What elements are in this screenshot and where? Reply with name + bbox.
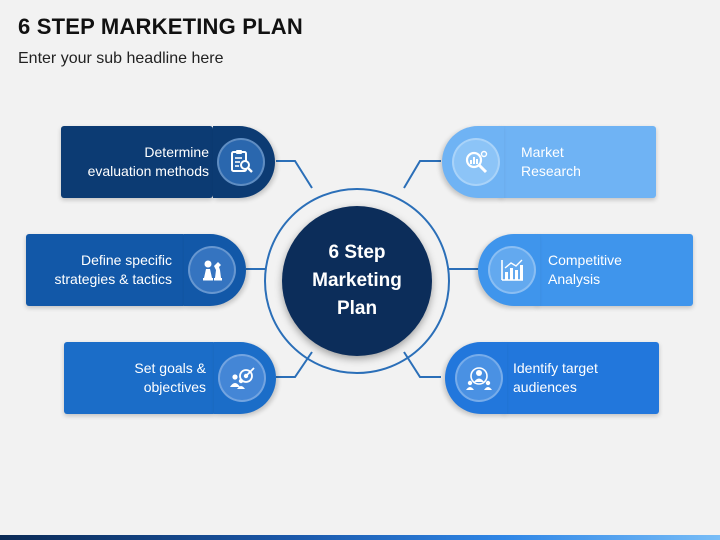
audience-target-icon <box>455 354 503 402</box>
step-pill <box>184 234 246 306</box>
step-card-strategies: Define specific strategies & tactics <box>26 234 246 306</box>
bottom-accent-bar <box>0 535 720 540</box>
hub-circle: 6 Step Marketing Plan <box>282 206 432 356</box>
step-card-competitive-analysis: Competitive Analysis <box>478 234 693 306</box>
step-label: Competitive Analysis <box>548 252 622 287</box>
step-label: Identify target audiences <box>513 360 598 395</box>
hub-label: 6 Step Marketing Plan <box>297 239 417 323</box>
search-analytics-icon <box>452 138 500 186</box>
step-card-market-research: Market Research <box>442 126 656 198</box>
step-card-goals: Set goals & objectives <box>64 342 276 414</box>
step-label: Set goals & objectives <box>134 360 206 395</box>
chess-pieces-icon <box>188 246 236 294</box>
connector-left-1 <box>276 160 313 189</box>
connector-right-3 <box>403 351 441 378</box>
step-pill <box>213 126 275 198</box>
hub-line-3: Plan <box>336 298 378 319</box>
step-card-evaluation: Determine evaluation methods <box>61 126 275 198</box>
connector-left-3 <box>276 351 313 378</box>
step-pill <box>445 342 507 414</box>
step-pill <box>478 234 540 306</box>
hub-line-2: Marketing <box>312 270 402 291</box>
step-card-target-audiences: Identify target audiences <box>445 342 659 414</box>
step-label: Define specific strategies & tactics <box>54 252 173 287</box>
page-title: 6 STEP MARKETING PLAN <box>18 14 303 39</box>
step-label: Market Research <box>521 144 581 179</box>
bar-chart-icon <box>488 246 536 294</box>
hub-line-1: 6 Step <box>328 242 386 263</box>
clipboard-magnifier-icon <box>217 138 265 186</box>
step-label: Determine evaluation methods <box>87 144 209 179</box>
page-subtitle: Enter your sub headline here <box>18 50 224 67</box>
target-team-icon <box>218 354 266 402</box>
hub-ring <box>264 188 450 374</box>
step-pill <box>442 126 504 198</box>
connector-right-1 <box>403 160 441 189</box>
step-pill <box>214 342 276 414</box>
